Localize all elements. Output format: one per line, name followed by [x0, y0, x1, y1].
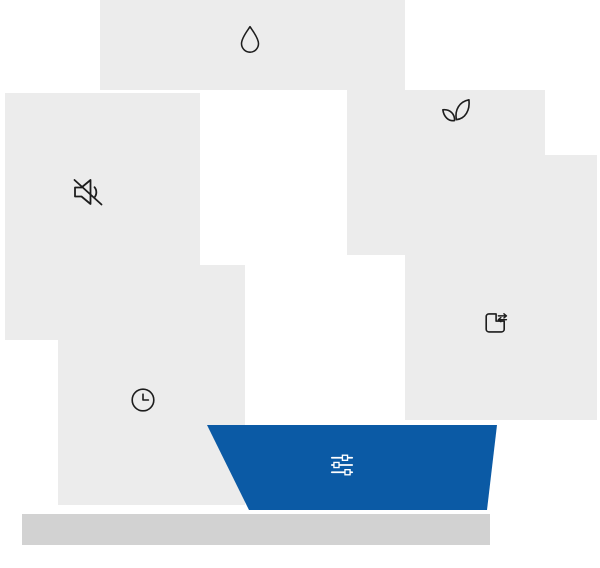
tile-water[interactable] — [100, 0, 405, 90]
tile-time[interactable] — [58, 265, 245, 505]
clock-icon — [131, 388, 155, 412]
speaker-mute-icon — [73, 179, 103, 206]
tile-custom-settings[interactable] — [207, 425, 497, 510]
connector-swap-icon — [485, 313, 508, 333]
tile-connectivity[interactable] — [405, 155, 597, 420]
sliders-icon — [330, 454, 354, 476]
base-bar — [22, 514, 490, 545]
water-drop-icon — [240, 25, 260, 53]
eco-leaves-icon — [442, 99, 470, 122]
